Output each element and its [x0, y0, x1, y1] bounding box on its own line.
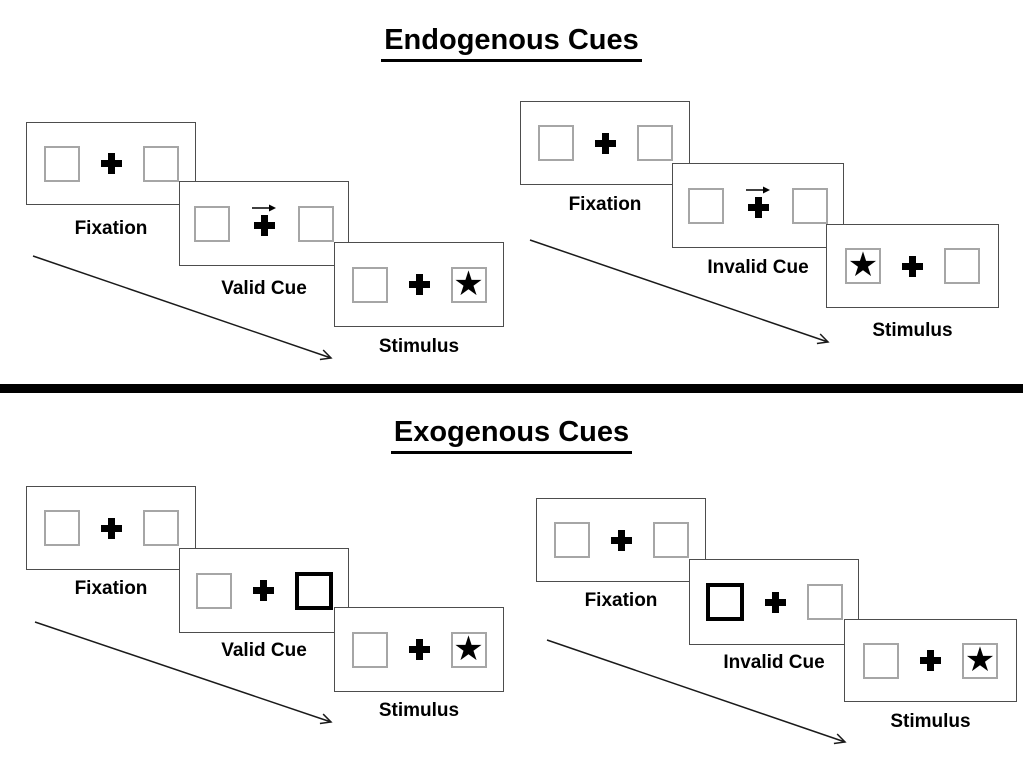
- panel-label-cue: Valid Cue: [221, 640, 307, 661]
- panel-label-stimulus: Stimulus: [872, 320, 953, 341]
- fixation-cross-icon: [408, 639, 430, 660]
- central-cue: [745, 184, 771, 218]
- panel-label-cue: Invalid Cue: [723, 652, 825, 673]
- fixation-cross-icon: [100, 153, 122, 174]
- stimulus-screen: ★: [334, 607, 504, 692]
- fixation-cross-icon: [594, 132, 616, 154]
- star-icon: ★: [964, 639, 996, 680]
- panel-label-stimulus: Stimulus: [378, 336, 460, 357]
- timeline-arrow-icon: [546, 639, 847, 745]
- section-title-text: Endogenous Cues: [381, 24, 642, 62]
- fixation-cross-icon: [408, 274, 430, 295]
- panel-label-fixation: Fixation: [74, 218, 148, 239]
- left-box: [553, 522, 590, 558]
- central-cue: [251, 202, 277, 236]
- cue-screen: [689, 559, 859, 645]
- left-box-with-target: ★: [845, 248, 881, 284]
- star-icon: ★: [453, 263, 484, 304]
- cue-screen: [179, 181, 349, 266]
- panel-label-fixation: Fixation: [584, 590, 658, 611]
- fixation-cross-icon: [252, 580, 274, 601]
- right-box: [142, 145, 179, 182]
- fixation-cross-icon: [764, 591, 786, 613]
- panel-label-cue: Valid Cue: [221, 278, 307, 299]
- left-box: [688, 187, 724, 224]
- left-box: [43, 145, 80, 182]
- left-box: [351, 266, 388, 303]
- fixation-cross-icon: [747, 196, 769, 218]
- panel-label-fixation: Fixation: [74, 578, 148, 599]
- right-box-with-target: ★: [450, 628, 487, 669]
- fixation-cross-icon: [902, 255, 923, 277]
- right-box: [792, 187, 828, 224]
- right-box: [944, 248, 980, 284]
- left-box: [351, 631, 388, 668]
- fixation-screen: [26, 486, 196, 570]
- left-box: [863, 642, 899, 679]
- fixation-screen: [520, 101, 690, 185]
- right-box-cue-highlighted: [294, 571, 333, 610]
- left-box: [195, 572, 232, 609]
- left-box: [194, 205, 230, 242]
- right-box: [652, 522, 689, 558]
- stimulus-screen: ★: [844, 619, 1017, 702]
- fixation-cross-icon: [920, 650, 941, 671]
- section-divider: [0, 384, 1023, 393]
- cue-arrow-icon: [252, 204, 276, 211]
- left-box: [43, 510, 80, 546]
- panel-label-fixation: Fixation: [568, 194, 642, 215]
- fixation-screen: [536, 498, 706, 582]
- star-icon: ★: [847, 245, 879, 285]
- timeline-arrow-icon: [34, 621, 333, 725]
- cue-arrow-icon: [746, 186, 770, 193]
- left-box-cue-highlighted: [705, 583, 744, 621]
- cue-screen: [672, 163, 844, 248]
- panel-label-stimulus: Stimulus: [378, 700, 460, 721]
- timeline-arrow-icon: [529, 239, 830, 345]
- stimulus-screen: ★: [334, 242, 504, 327]
- right-box: [806, 584, 843, 620]
- fixation-cross-icon: [100, 517, 122, 539]
- panel-label-cue: Invalid Cue: [707, 257, 809, 278]
- cue-screen: [179, 548, 349, 633]
- right-box: [142, 510, 179, 546]
- section-title-text: Exogenous Cues: [390, 416, 633, 454]
- star-icon: ★: [453, 628, 484, 669]
- fixation-screen: [26, 122, 196, 205]
- right-box: [636, 125, 673, 161]
- stimulus-screen: ★: [826, 224, 999, 308]
- right-box-with-target: ★: [450, 263, 487, 304]
- section-title-endogenous: Endogenous Cues: [0, 24, 1023, 62]
- timeline-arrow-icon: [32, 255, 333, 361]
- right-box-with-target: ★: [962, 639, 998, 680]
- fixation-cross-icon: [253, 214, 275, 236]
- section-title-exogenous: Exogenous Cues: [0, 416, 1023, 454]
- left-box: [537, 125, 574, 161]
- right-box: [298, 205, 334, 242]
- fixation-cross-icon: [610, 529, 632, 551]
- panel-label-stimulus: Stimulus: [890, 711, 971, 732]
